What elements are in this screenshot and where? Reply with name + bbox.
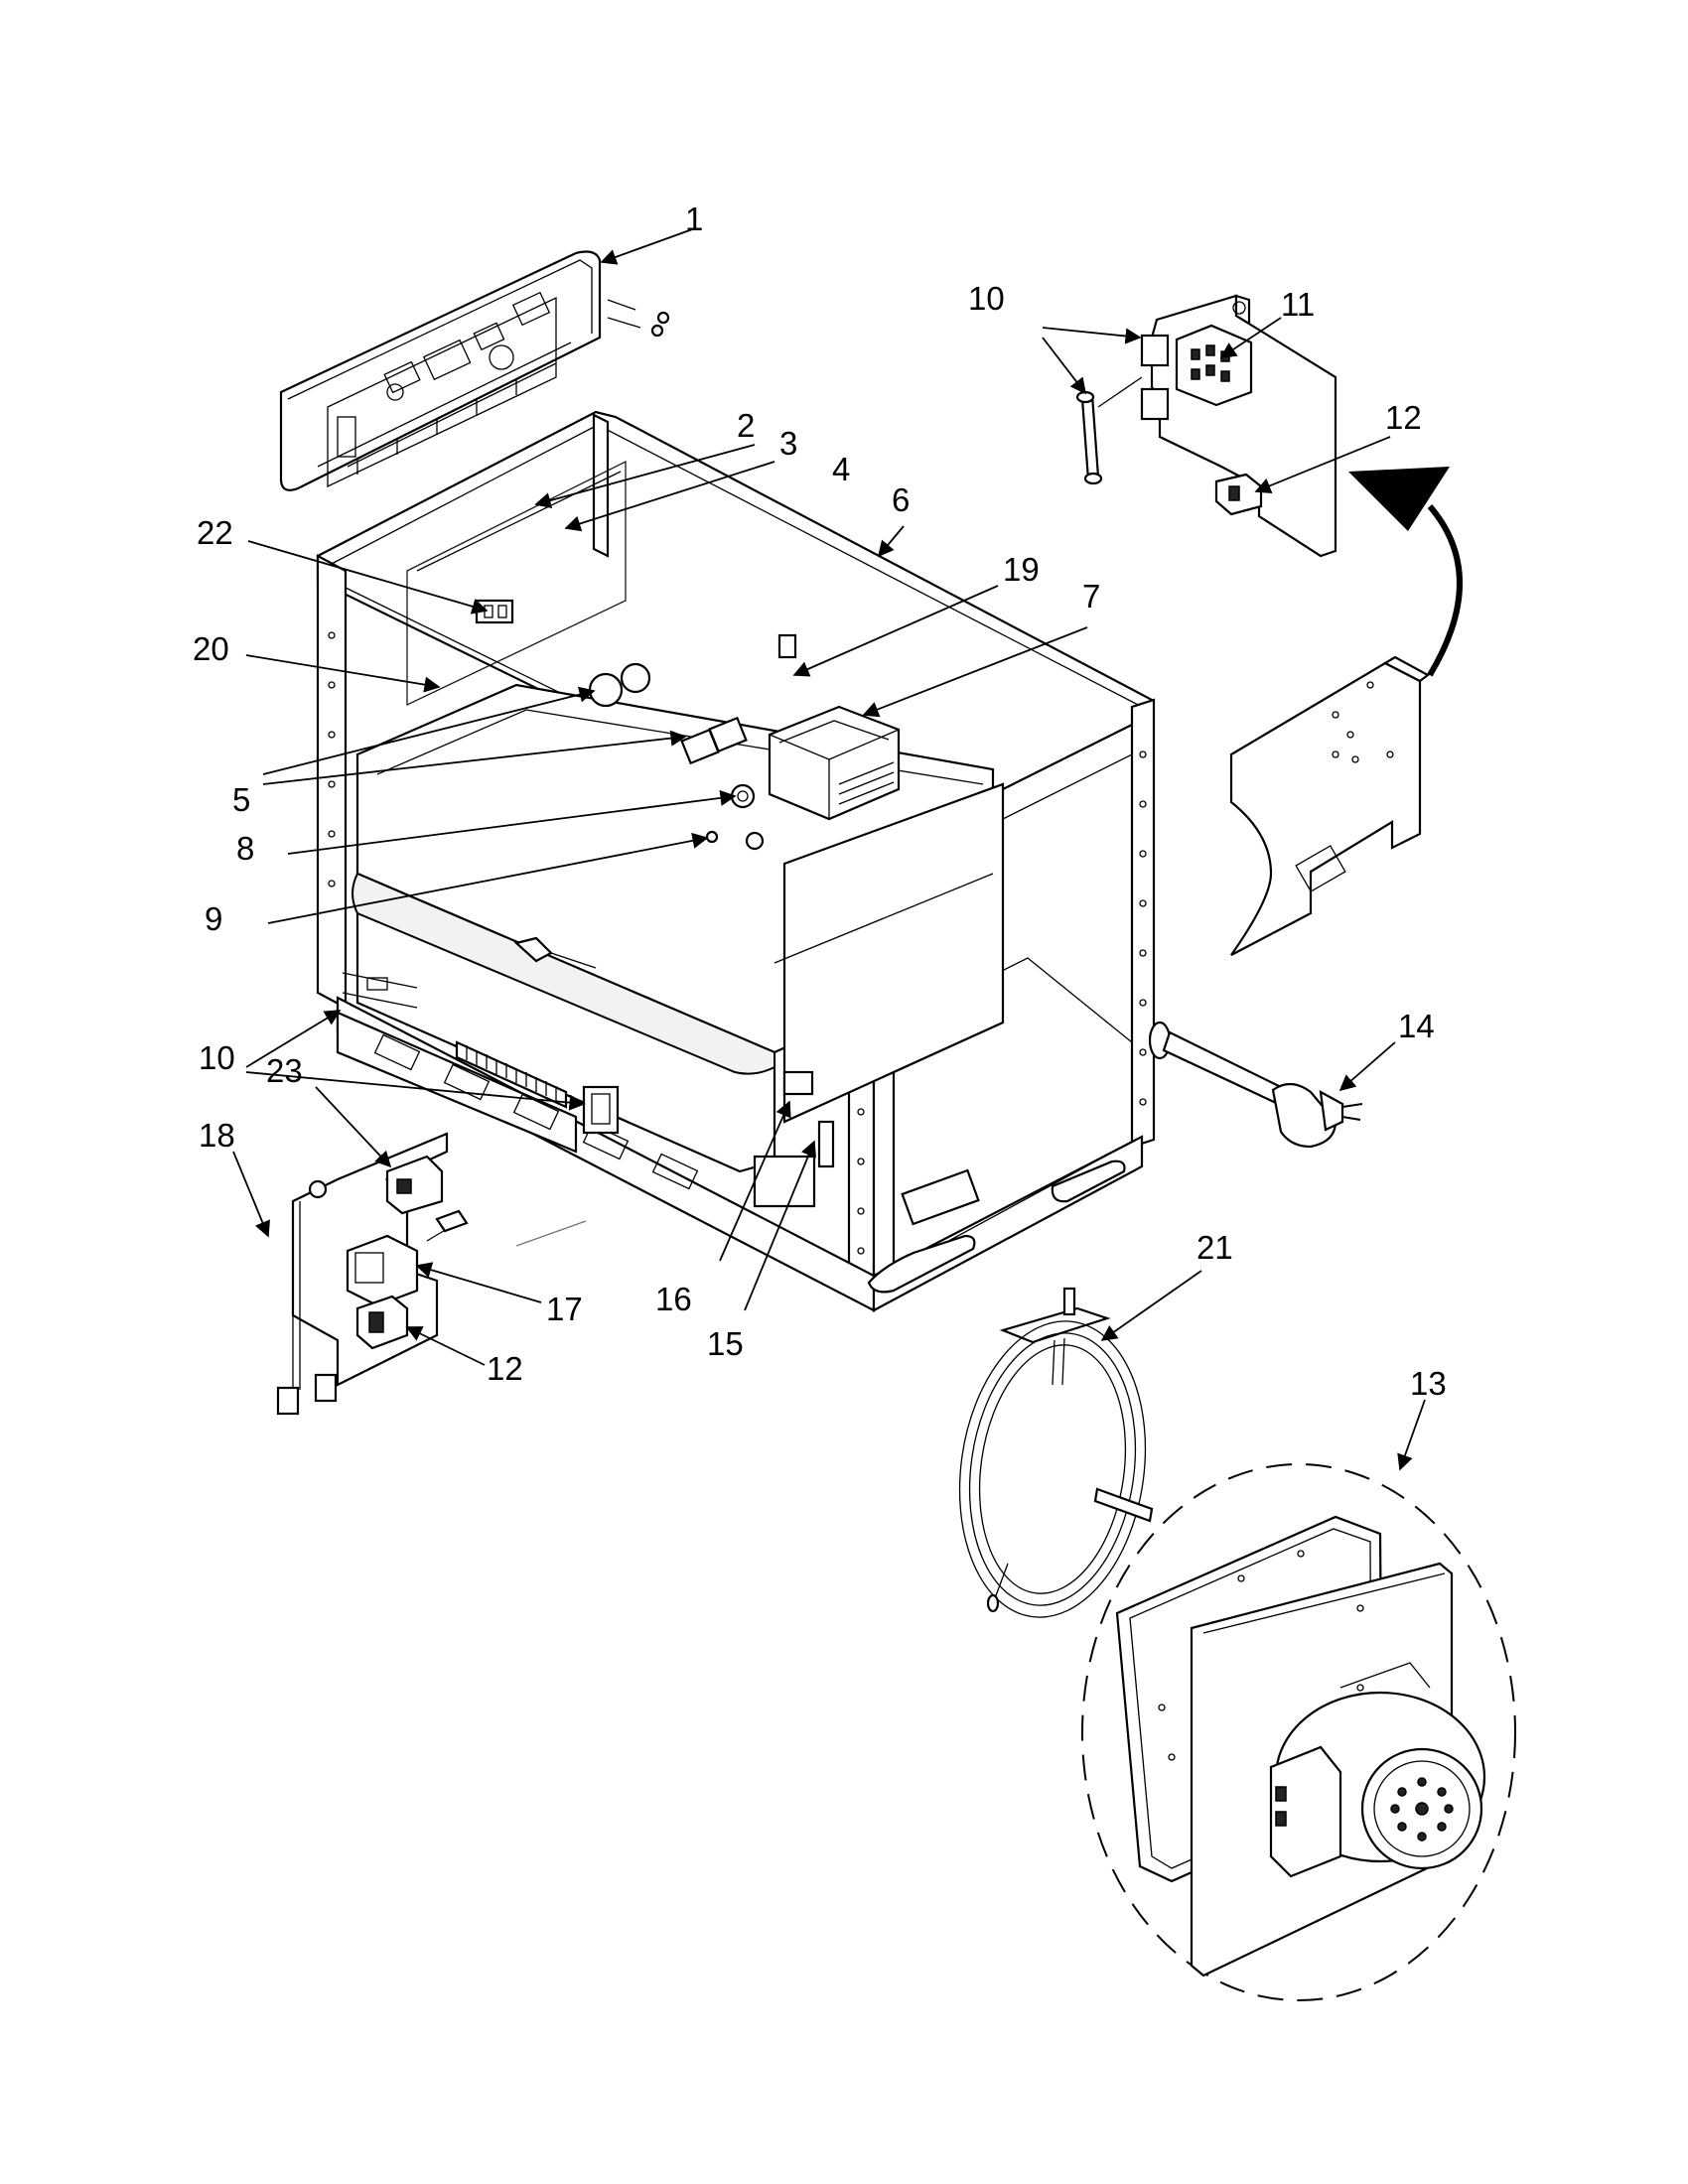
callout-23: 23 [266, 1052, 303, 1089]
callout-12a: 12 [1385, 399, 1422, 436]
top-relay-part [475, 599, 514, 624]
relay-part [588, 662, 748, 765]
callout-10b: 10 [968, 280, 1005, 317]
callout-9: 9 [205, 900, 222, 937]
callout-1: 1 [685, 201, 703, 237]
callout-16: 16 [655, 1281, 692, 1317]
control-panel-part [279, 250, 670, 491]
heating-element-part [958, 1287, 1154, 1618]
fuse-bracket-part [1075, 294, 1337, 558]
top-cover-plate [406, 460, 627, 707]
callout-20: 20 [193, 630, 229, 667]
callout-5: 5 [232, 781, 250, 818]
callout-4: 4 [832, 451, 850, 487]
callout-15: 15 [707, 1325, 744, 1362]
callout-labels: 1 2 3 4 6 19 7 22 20 5 8 9 10 10 11 12 1… [193, 201, 1447, 1402]
thermostat-part [730, 783, 756, 809]
callout-7: 7 [1082, 578, 1100, 614]
bottom-front-panel [336, 972, 980, 1226]
blower-assembly-part [1081, 1463, 1516, 2001]
callout-19: 19 [1003, 551, 1040, 588]
callout-17: 17 [546, 1291, 583, 1327]
callout-10a: 10 [199, 1039, 235, 1076]
transformer-part [768, 705, 901, 821]
callout-21: 21 [1196, 1229, 1233, 1266]
callout-8: 8 [236, 830, 254, 867]
curved-arrow-icon [1348, 467, 1463, 677]
callout-3: 3 [779, 425, 797, 462]
screw-icon [705, 830, 765, 851]
screw-icon [607, 317, 664, 338]
right-relay-part [777, 633, 797, 659]
power-cord-part [1148, 1021, 1363, 1149]
screw-icon [607, 299, 670, 325]
callout-11: 11 [1281, 286, 1315, 323]
callout-6: 6 [892, 481, 910, 518]
callout-13: 13 [1410, 1365, 1447, 1402]
callout-2: 2 [737, 407, 755, 444]
callout-22: 22 [197, 514, 233, 551]
lower-bracket-assembly [276, 1132, 469, 1416]
callout-18: 18 [199, 1117, 235, 1154]
callout-14: 14 [1398, 1008, 1435, 1044]
callout-12b: 12 [487, 1350, 523, 1387]
leader-lines [232, 227, 1426, 1471]
mounting-bracket-part [1229, 655, 1431, 956]
